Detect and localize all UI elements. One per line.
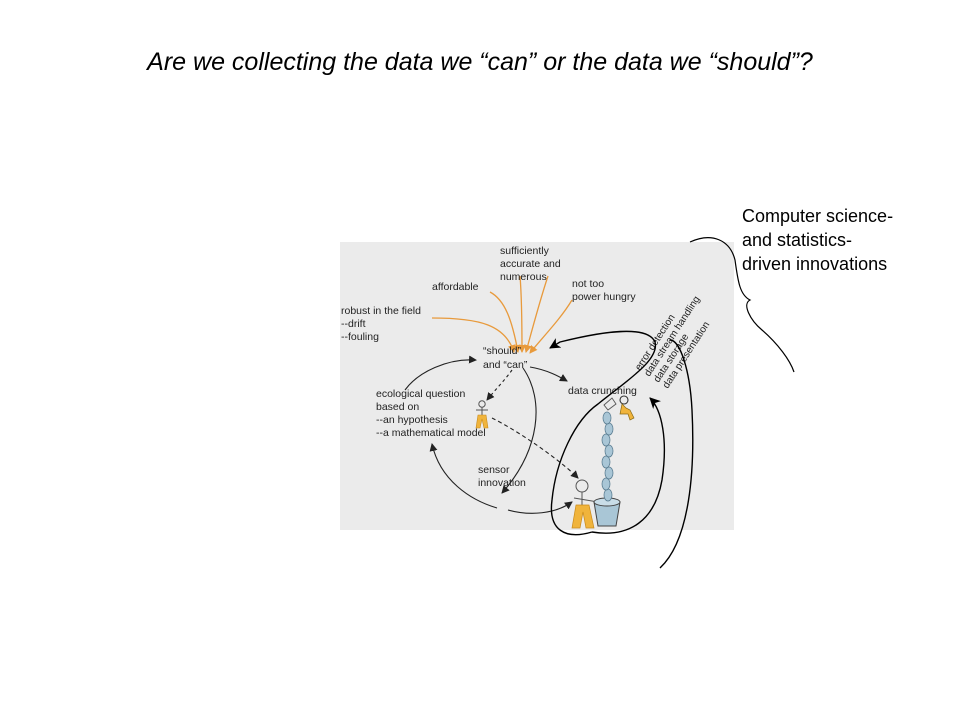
ecological-question-label: ecological question based on --an hypoth…	[376, 388, 486, 439]
svg-text:and “can”: and “can”	[483, 359, 528, 371]
sensor-innovation-label: sensor innovation	[478, 464, 526, 489]
svg-text:--fouling: --fouling	[341, 331, 379, 343]
slide-title: Are we collecting the data we “can” or t…	[147, 48, 813, 76]
cycle-arrows	[404, 355, 579, 514]
svg-text:--an hypothesis: --an hypothesis	[376, 414, 448, 426]
criterion-robust: robust in the field --drift --fouling	[341, 305, 421, 343]
svg-text:accurate and: accurate and	[500, 258, 561, 270]
criterion-affordable: affordable	[432, 281, 479, 293]
criterion-sufficient: sufficiently accurate and numerous	[500, 245, 561, 283]
curly-brace	[689, 237, 795, 373]
svg-text:sufficiently: sufficiently	[500, 245, 550, 257]
orange-arrows	[431, 275, 573, 354]
svg-text:not too: not too	[572, 278, 604, 290]
processing-steps: error detection data stream handling dat…	[633, 294, 712, 390]
data-bucket-icon	[593, 497, 621, 527]
innovations-note: Computer science- and statistics- driven…	[742, 204, 893, 276]
svg-text:power hungry: power hungry	[572, 291, 636, 303]
svg-text:sensor: sensor	[478, 464, 510, 476]
innovations-note-line: Computer science-	[742, 206, 894, 226]
outer-loop-arrows	[549, 330, 694, 569]
innovations-note-line: and statistics-	[742, 230, 853, 250]
svg-text:numerous: numerous	[500, 271, 547, 283]
svg-text:innovation: innovation	[478, 477, 526, 489]
diagram-background	[340, 242, 734, 530]
computing-figure	[603, 395, 635, 421]
svg-text:--drift: --drift	[341, 318, 366, 330]
criterion-power: not too power hungry	[572, 278, 636, 303]
svg-text:“should”: “should”	[483, 345, 521, 357]
researcher-figure-small	[475, 400, 489, 429]
data-stream-icon	[601, 411, 614, 502]
svg-text:robust in the field: robust in the field	[341, 305, 421, 317]
innovations-note-line: driven innovations	[742, 254, 888, 274]
data-crunching-label: data crunching	[568, 385, 637, 397]
svg-text:based on: based on	[376, 401, 419, 413]
svg-text:ecological question: ecological question	[376, 388, 465, 400]
should-and-can-label: “should” and “can”	[483, 345, 528, 371]
svg-text:--a mathematical model: --a mathematical model	[376, 427, 486, 439]
